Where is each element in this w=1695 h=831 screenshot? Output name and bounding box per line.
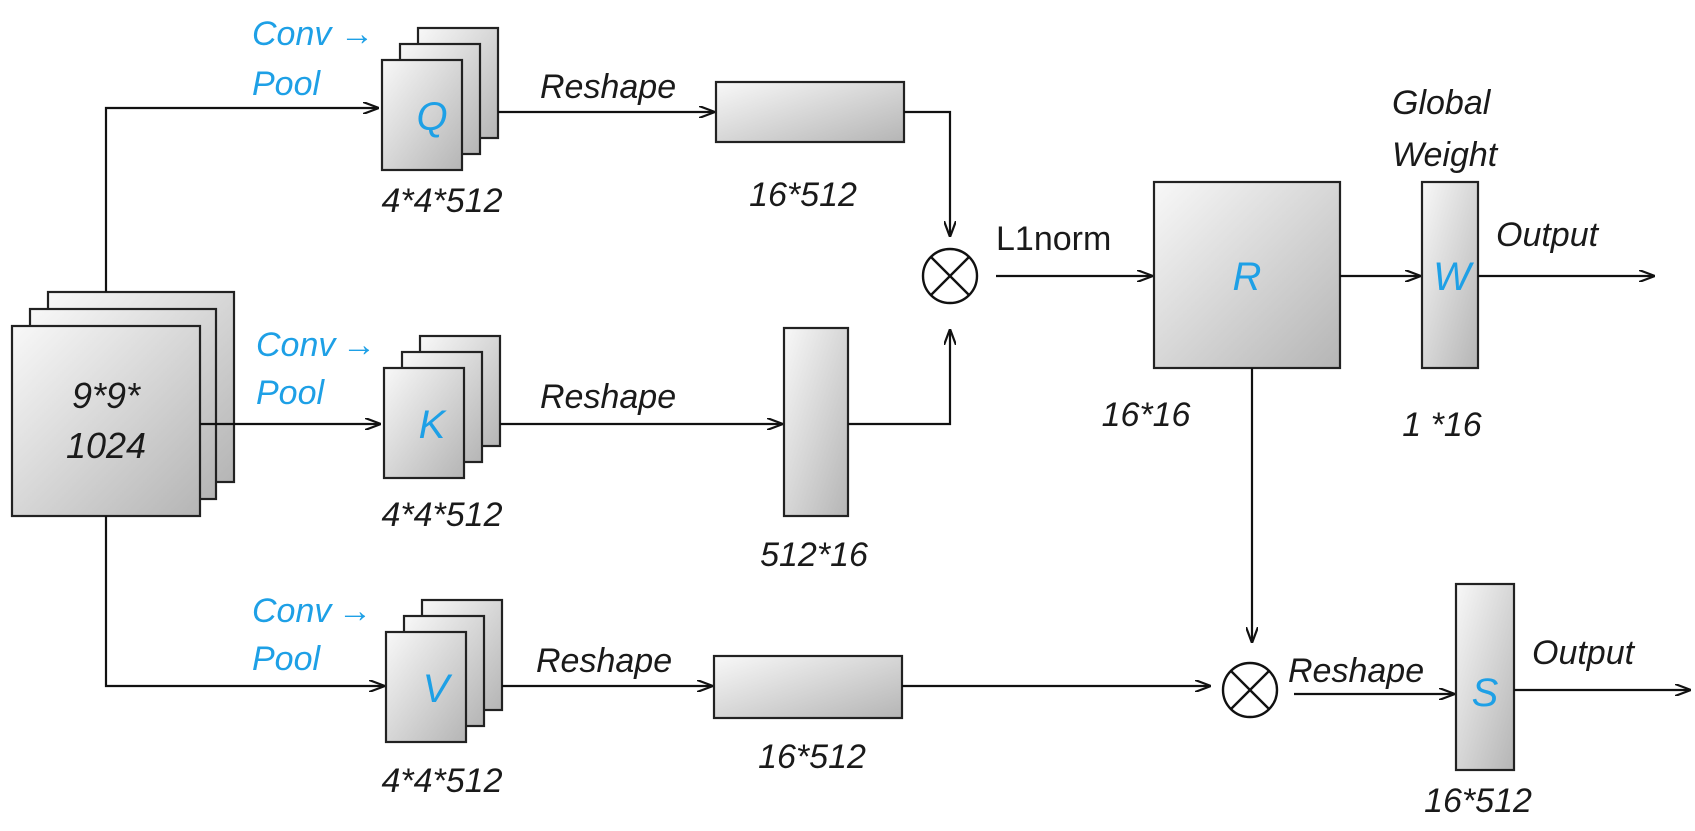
qk-multiply-node [921,247,979,305]
rv-multiply-node [1221,661,1279,719]
global-weight-vector [1420,180,1480,370]
q-reshape-label: Reshape [540,68,676,106]
l1norm-label: L1norm [996,220,1111,258]
q-conv-arrow-icon: → [340,15,374,53]
global-weight: Global Weight W 1 *16 Output [1392,84,1654,444]
q-pool-label: Pool [252,65,321,103]
final-dims: 16*512 [1424,782,1532,820]
q-to-multiply-arrow [904,110,950,236]
global-weight-letter: W [1433,255,1474,299]
v-conv-arrow-icon: → [338,592,372,630]
global-weight-title-line2: Weight [1392,136,1499,174]
v-pool-label: Pool [252,640,321,678]
k-reshaped-matrix [782,326,850,518]
final-output: S 16*512 Output [1424,582,1690,820]
k-conv-arrow-icon: → [342,326,376,364]
relation-matrix: R 16*16 [1102,180,1342,434]
v-conv-label: Conv [252,592,333,630]
v-reshaped-dims: 16*512 [758,738,866,776]
v-dims: 4*4*512 [381,762,502,800]
v-reshaped-matrix [712,654,904,720]
q-branch-arrow [104,108,378,292]
k-dims: 4*4*512 [381,496,502,534]
global-weight-dims: 1 *16 [1402,406,1481,444]
q-reshaped-matrix [714,80,906,144]
input-stack-front [10,324,202,518]
v-branch-arrow [104,516,384,686]
q-dims: 4*4*512 [381,182,502,220]
s-output-label: Output [1532,634,1636,672]
k-pool-label: Pool [256,374,325,412]
input-dims-line1: 9*9* [72,375,141,416]
v-reshape-label: Reshape [536,642,672,680]
k-conv-label: Conv [256,326,337,364]
relation-letter: R [1233,255,1262,299]
w-output-label: Output [1496,216,1600,254]
v-letter: V [423,667,453,711]
q-letter: Q [416,95,447,139]
final-letter: S [1472,671,1499,715]
k-branch: Conv → Pool K 4*4*512 Reshape 512*16 [256,326,950,574]
q-stack-front [380,58,464,172]
k-letter: K [419,403,448,447]
input-connectors [104,108,384,686]
input-dims-line2: 1024 [66,425,146,466]
input-feature-stack: 9*9* 1024 [10,290,236,518]
final-reshape-label: Reshape [1288,652,1424,690]
k-stack-front [382,366,466,480]
k-reshape-label: Reshape [540,378,676,416]
relation-dims: 16*16 [1102,396,1191,434]
global-weight-title-line1: Global [1392,84,1492,122]
v-branch: Conv → Pool V 4*4*512 Reshape 16*512 [252,592,1210,800]
final-matrix [1454,582,1516,772]
q-conv-label: Conv [252,15,333,53]
v-stack-front [384,630,468,744]
k-to-multiply-arrow [848,330,950,426]
k-reshaped-dims: 512*16 [760,536,868,574]
q-branch: Conv → Pool Q 4*4*512 Reshape 16*512 [252,15,950,236]
q-reshaped-dims: 16*512 [749,176,857,214]
